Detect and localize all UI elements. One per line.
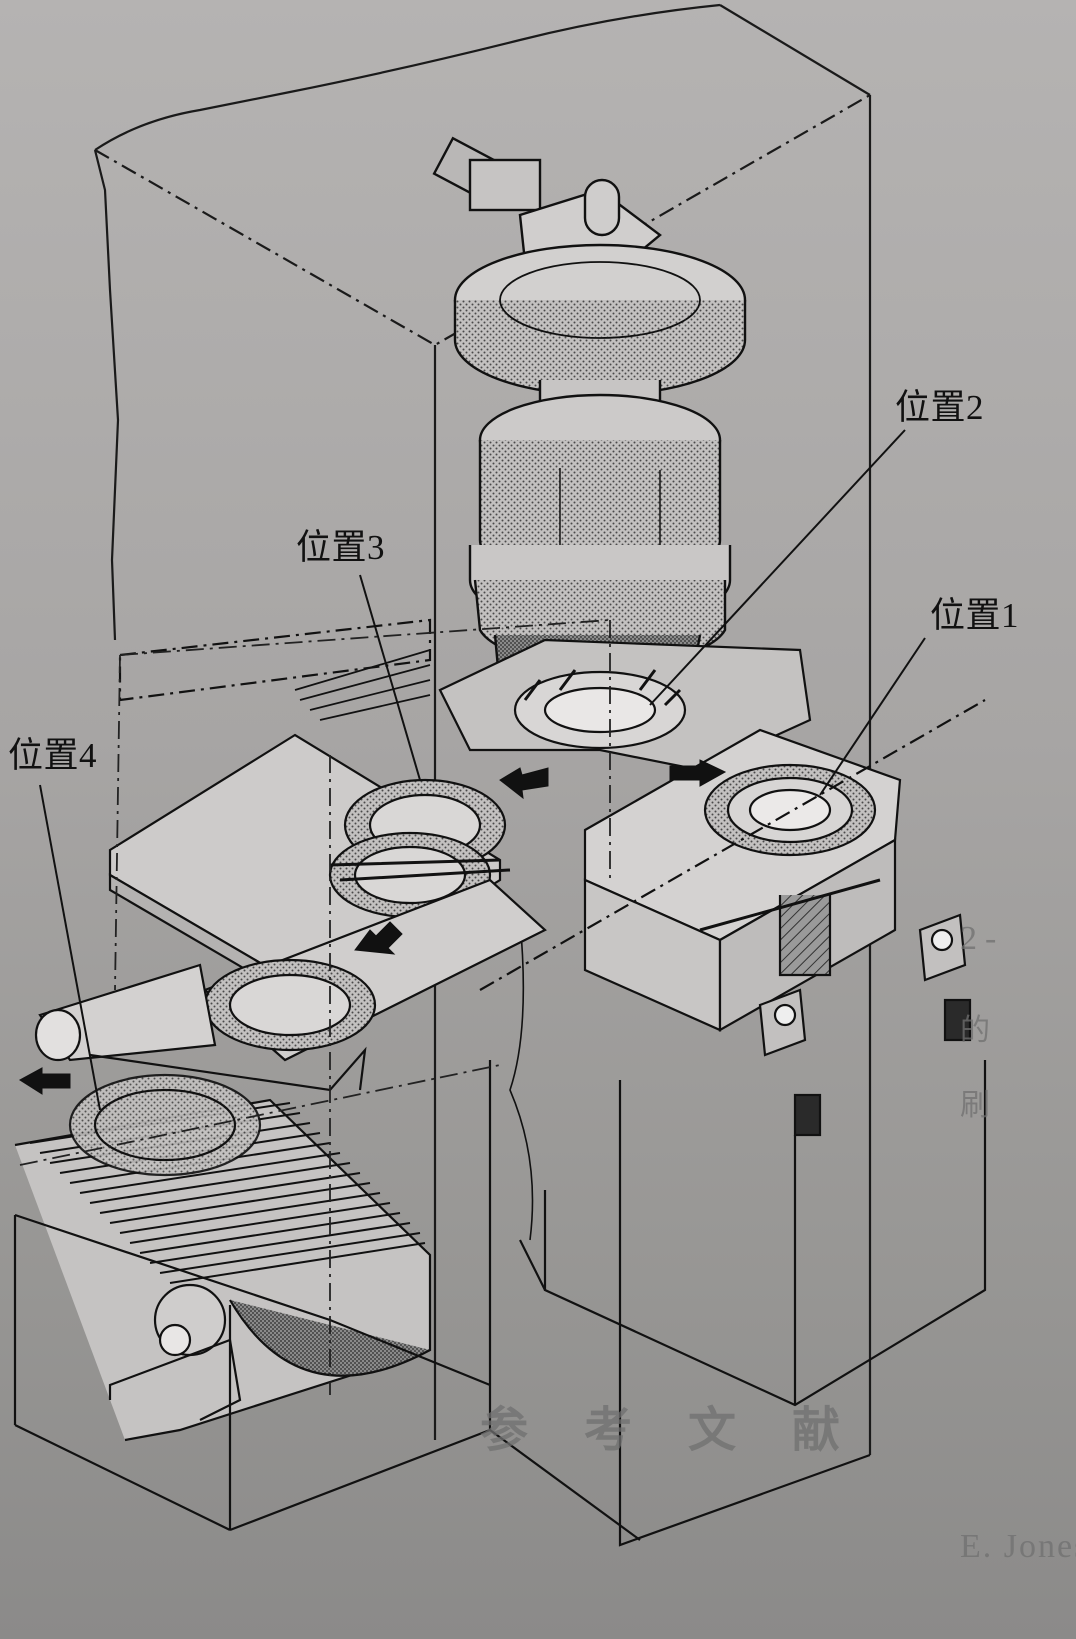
arrow-to-position-3: [499, 767, 549, 800]
housing-top-centerlines: [94, 94, 871, 347]
callout-position-4: 位置4: [8, 736, 98, 775]
arrow-to-position-4: [19, 1067, 71, 1095]
actuator-cylinder: [583, 178, 621, 237]
exit-conveyor: [14, 1073, 432, 1442]
housing-top-break: [94, 3, 721, 151]
center-lines: [19, 619, 611, 1395]
callout-position-2: 位置2: [895, 388, 985, 427]
lower-base-block: [479, 699, 987, 1547]
leader-position-3: [359, 574, 421, 781]
bleed-through-text-3: 刷: [960, 1089, 996, 1122]
furnace-column: [778, 895, 832, 977]
bleed-through-reference-entry: E. Jones, Fundamentals of Gear Press Que…: [960, 1528, 1076, 1565]
bleed-through-text-2: 的: [960, 1014, 998, 1047]
motion-arrows: [19, 759, 727, 1095]
quench-press-head: [432, 136, 747, 727]
furnace-station: [583, 728, 972, 1137]
leader-lines: [39, 429, 926, 1111]
callout-position-3: 位置3: [296, 528, 386, 567]
bleed-through-references-heading: 参 考 文 献: [480, 1404, 863, 1457]
housing-top-right-edge: [719, 4, 871, 96]
leader-position-4: [39, 784, 101, 1111]
quench-station: [438, 638, 812, 772]
leader-position-1: [819, 637, 926, 796]
arrow-down-transfer: [354, 921, 403, 955]
callout-position-1: 位置1: [930, 596, 1020, 635]
actuator-block: [468, 158, 542, 212]
arrow-from-position-1: [669, 759, 727, 787]
bleed-through-text-1: 2-: [960, 920, 1005, 957]
housing-left-edge: [93, 149, 120, 641]
unload-tray: [34, 878, 547, 1092]
leader-position-2: [649, 429, 906, 706]
